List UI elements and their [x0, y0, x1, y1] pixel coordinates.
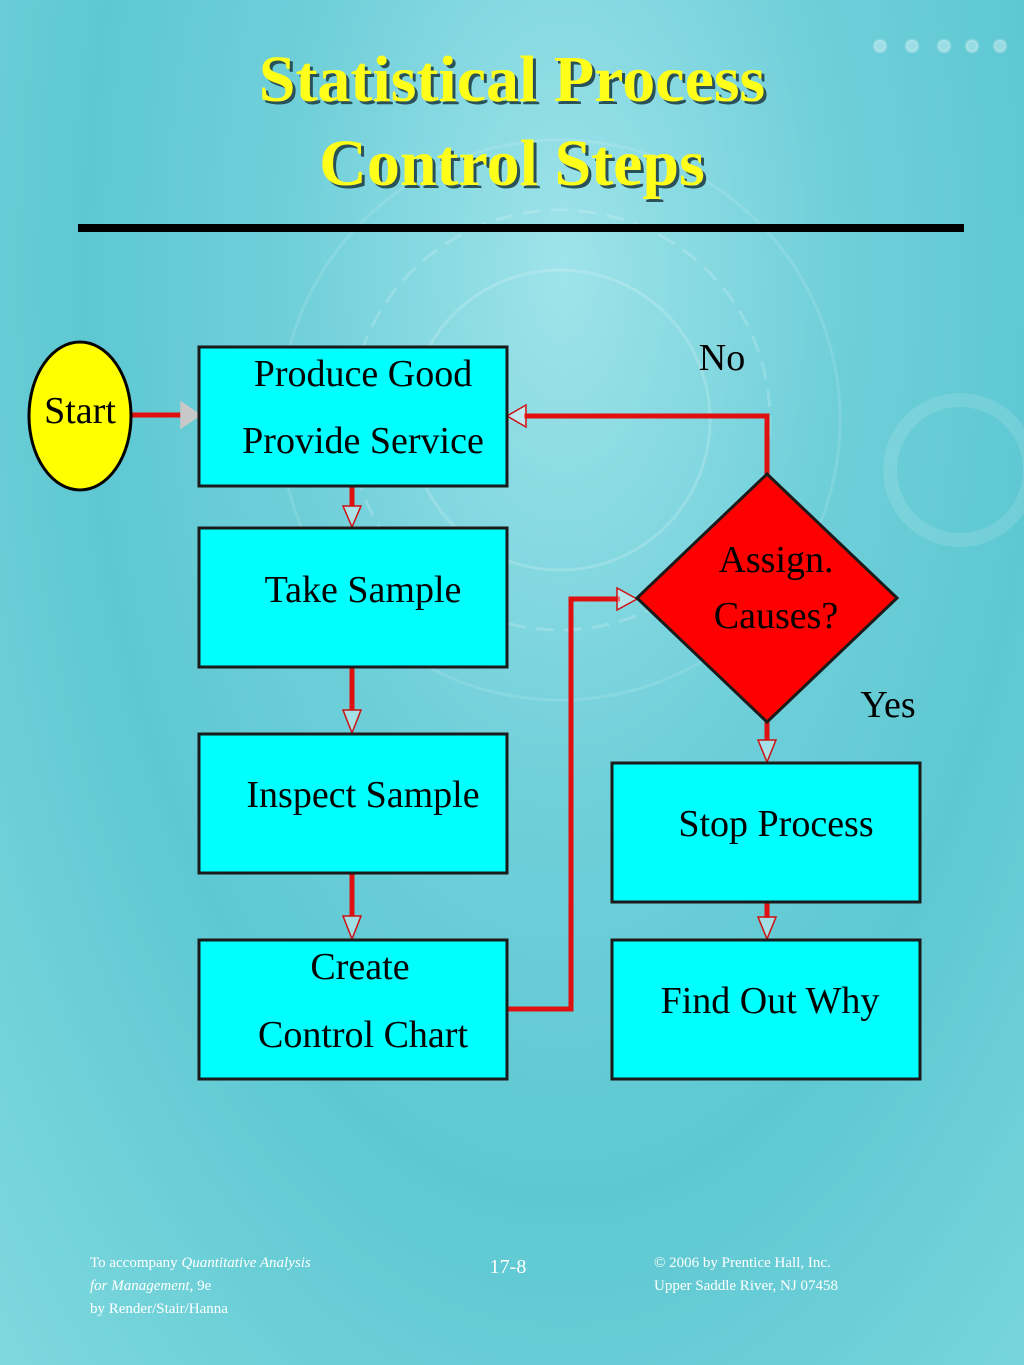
page-title: Statistical Process Control Steps [0, 38, 1024, 206]
footer-edition: 9e [193, 1278, 212, 1294]
connector-create-to-decision [507, 596, 620, 1012]
connectors [130, 412, 770, 1012]
take-sample-box [197, 526, 509, 669]
find-out-why-box [610, 938, 922, 1081]
take-sample-label: Take Sample [264, 569, 462, 611]
inspect-sample-label: Inspect Sample [246, 774, 480, 816]
start-label: Start [44, 390, 116, 432]
copyright-line-1: © 2006 by Prentice Hall, Inc. [654, 1255, 831, 1271]
produce-label-line-2: Provide Service [242, 420, 484, 462]
produce-box [197, 345, 509, 488]
title-underline [78, 224, 964, 232]
find-out-why-label: Find Out Why [660, 980, 880, 1022]
arrowhead-into-stop [756, 739, 778, 764]
title-line-2: Control Steps [319, 127, 705, 200]
create-chart-box [197, 938, 509, 1081]
arrowhead-into-decision [616, 586, 639, 612]
inspect-sample-box [197, 732, 509, 875]
footer-copyright: © 2006 by Prentice Hall, Inc. Upper Sadd… [654, 1252, 984, 1298]
stop-process-box [610, 761, 922, 904]
connector-decision-no-loop [524, 413, 770, 474]
footer-citation: To accompany Quantitative Analysis for M… [90, 1252, 420, 1321]
decision-label-line-1: Assign. [718, 539, 834, 581]
arrowhead-into-take [341, 505, 363, 529]
footer-authors: by Render/Stair/Hanna [90, 1301, 228, 1317]
stop-process-label: Stop Process [678, 803, 874, 845]
arrowhead-into-produce [180, 400, 202, 430]
arrowhead-into-find [756, 916, 778, 941]
footer-prefix: To accompany [90, 1255, 182, 1271]
no-label: No [698, 337, 746, 379]
title-line-1: Statistical Process [258, 43, 766, 116]
decision-label-line-2: Causes? [713, 595, 839, 637]
footer-book-title: Quantitative Analysis [181, 1255, 311, 1271]
create-chart-label-line-1: Create [310, 946, 410, 988]
start-oval [27, 340, 133, 492]
footer-book-title-2: for Management, [90, 1278, 194, 1294]
decision-diamond [634, 471, 900, 725]
arrowhead-no-into-produce [505, 403, 527, 429]
create-chart-label-line-2: Control Chart [257, 1014, 469, 1056]
slide-number: 17-8 [489, 1256, 527, 1278]
produce-label-line-1: Produce Good [253, 353, 473, 395]
arrowheads [180, 400, 778, 942]
arrowhead-into-inspect [341, 709, 363, 736]
copyright-line-2: Upper Saddle River, NJ 07458 [654, 1278, 838, 1294]
arrowhead-into-create [341, 915, 363, 942]
yes-label: Yes [860, 684, 916, 726]
